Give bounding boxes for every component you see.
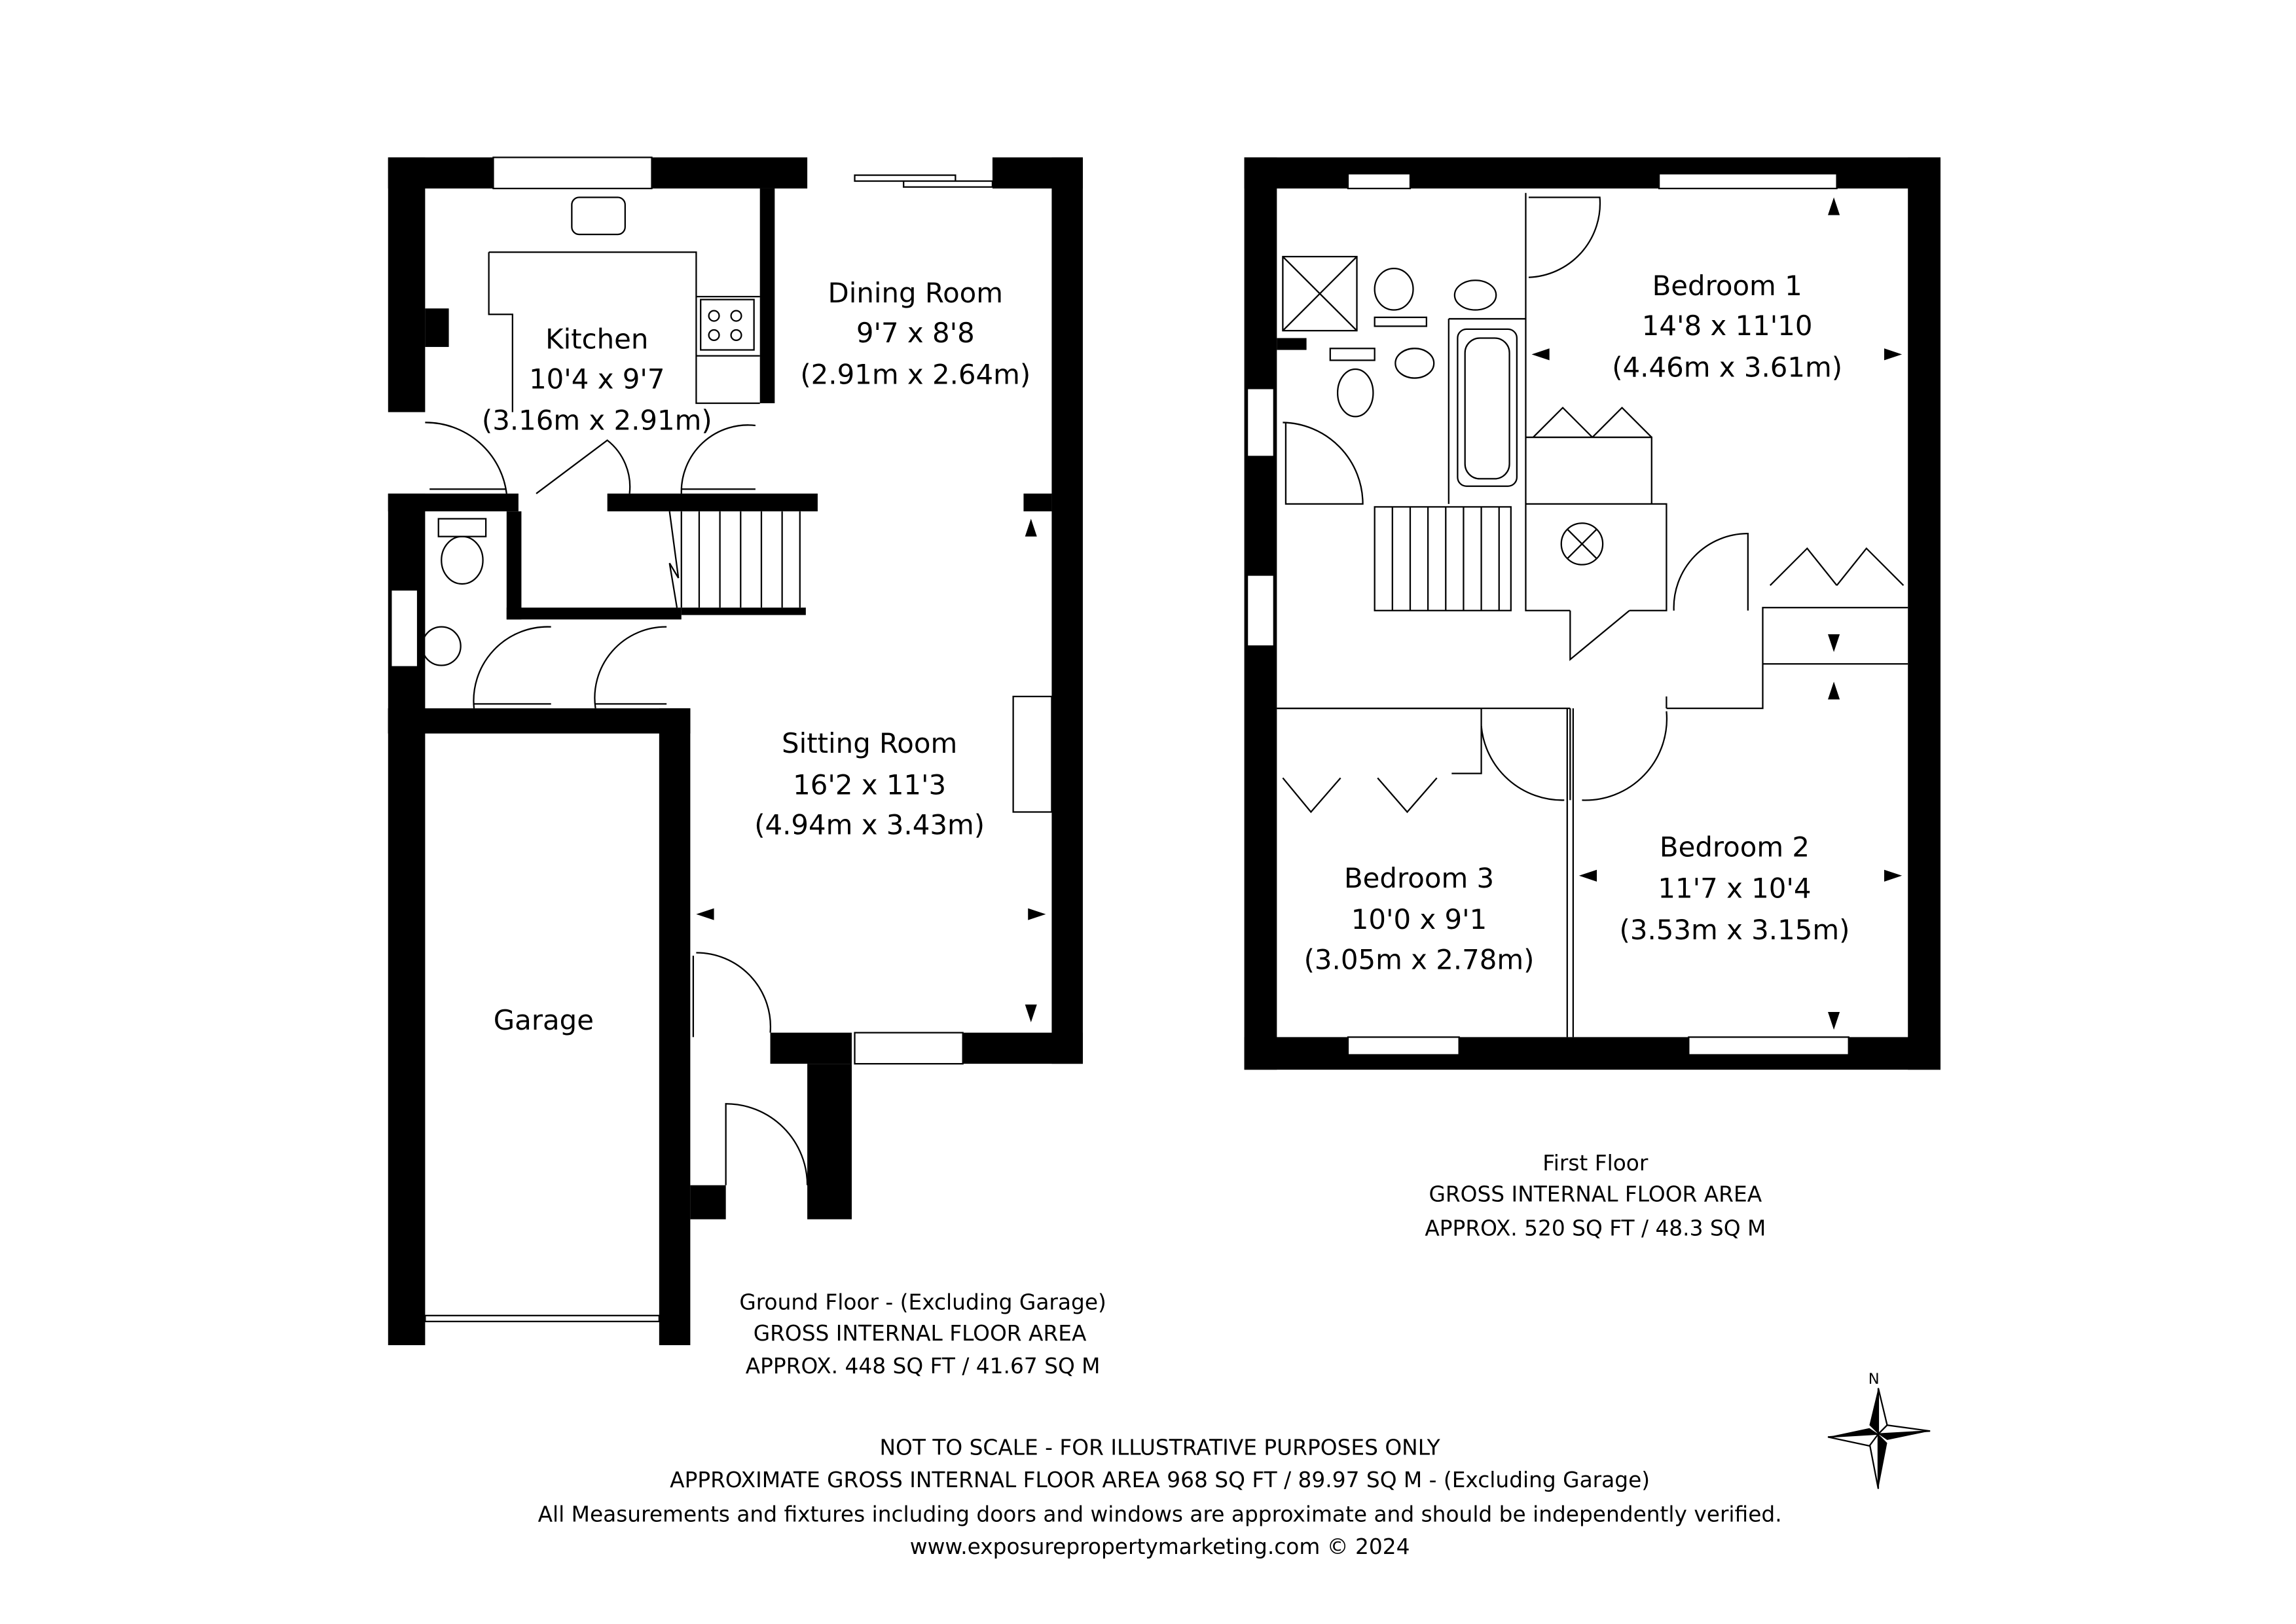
ground-floor-area-line1: Ground Floor - (Excluding Garage) — [739, 1290, 1106, 1315]
compass-north-label: N — [1868, 1371, 1880, 1388]
footer-total-area: APPROXIMATE GROSS INTERNAL FLOOR AREA 96… — [670, 1468, 1650, 1492]
ground-floor-area-line3: APPROX. 448 SQ FT / 41.67 SQ M — [746, 1354, 1101, 1379]
footer-measurements-note: All Measurements and fixtures including … — [538, 1502, 1782, 1526]
room-name-bedroom-3: Bedroom 3 — [1344, 862, 1494, 894]
first-floor-plan: Bedroom 1 14'8 x 11'10 (4.46m x 3.61m) B… — [1244, 157, 1941, 1241]
room-metric-bedroom-3: (3.05m x 2.78m) — [1304, 943, 1535, 975]
ground-floor-fixtures — [421, 196, 1053, 1185]
room-size-bedroom-3: 10'0 x 9'1 — [1351, 903, 1487, 935]
first-floor-partitions — [1277, 192, 1908, 1038]
footer-disclaimer: NOT TO SCALE - FOR ILLUSTRATIVE PURPOSES… — [880, 1435, 1441, 1460]
compass-rose-icon: N — [1827, 1371, 1931, 1489]
room-metric-bedroom-1: (4.46m x 3.61m) — [1612, 351, 1842, 383]
room-name-garage: Garage — [494, 1004, 594, 1036]
room-size-bedroom-2: 11'7 x 10'4 — [1658, 873, 1811, 905]
room-name-bedroom-2: Bedroom 2 — [1660, 831, 1810, 863]
ground-floor-plan: Kitchen 10'4 x 9'7 (3.16m x 2.91m) Dinin… — [388, 156, 1106, 1379]
room-size-kitchen: 10'4 x 9'7 — [529, 363, 665, 395]
room-size-dining: 9'7 x 8'8 — [856, 317, 975, 349]
room-metric-sitting: (4.94m x 3.43m) — [754, 808, 985, 840]
room-name-kitchen: Kitchen — [545, 323, 648, 355]
first-floor-area-line3: APPROX. 520 SQ FT / 48.3 SQ M — [1425, 1216, 1766, 1241]
room-metric-kitchen: (3.16m x 2.91m) — [482, 405, 712, 437]
room-metric-bedroom-2: (3.53m x 3.15m) — [1620, 914, 1850, 946]
ground-floor-walls — [388, 156, 1083, 1346]
first-floor-fixtures — [1282, 196, 1904, 1030]
room-name-sitting: Sitting Room — [782, 727, 957, 759]
room-name-bedroom-1: Bedroom 1 — [1652, 270, 1802, 302]
first-floor-walls — [1244, 157, 1941, 1070]
ground-floor-area-line2: GROSS INTERNAL FLOOR AREA — [754, 1321, 1087, 1346]
room-size-sitting: 16'2 x 11'3 — [793, 768, 946, 801]
room-metric-dining: (2.91m x 2.64m) — [800, 359, 1030, 391]
footer-website-copyright: www.exposurepropertymarketing.com © 2024 — [910, 1534, 1410, 1559]
first-floor-area-line2: GROSS INTERNAL FLOOR AREA — [1429, 1182, 1762, 1207]
room-size-bedroom-1: 14'8 x 11'10 — [1642, 310, 1813, 342]
first-floor-area-line1: First Floor — [1542, 1151, 1649, 1176]
room-name-dining: Dining Room — [828, 277, 1004, 309]
